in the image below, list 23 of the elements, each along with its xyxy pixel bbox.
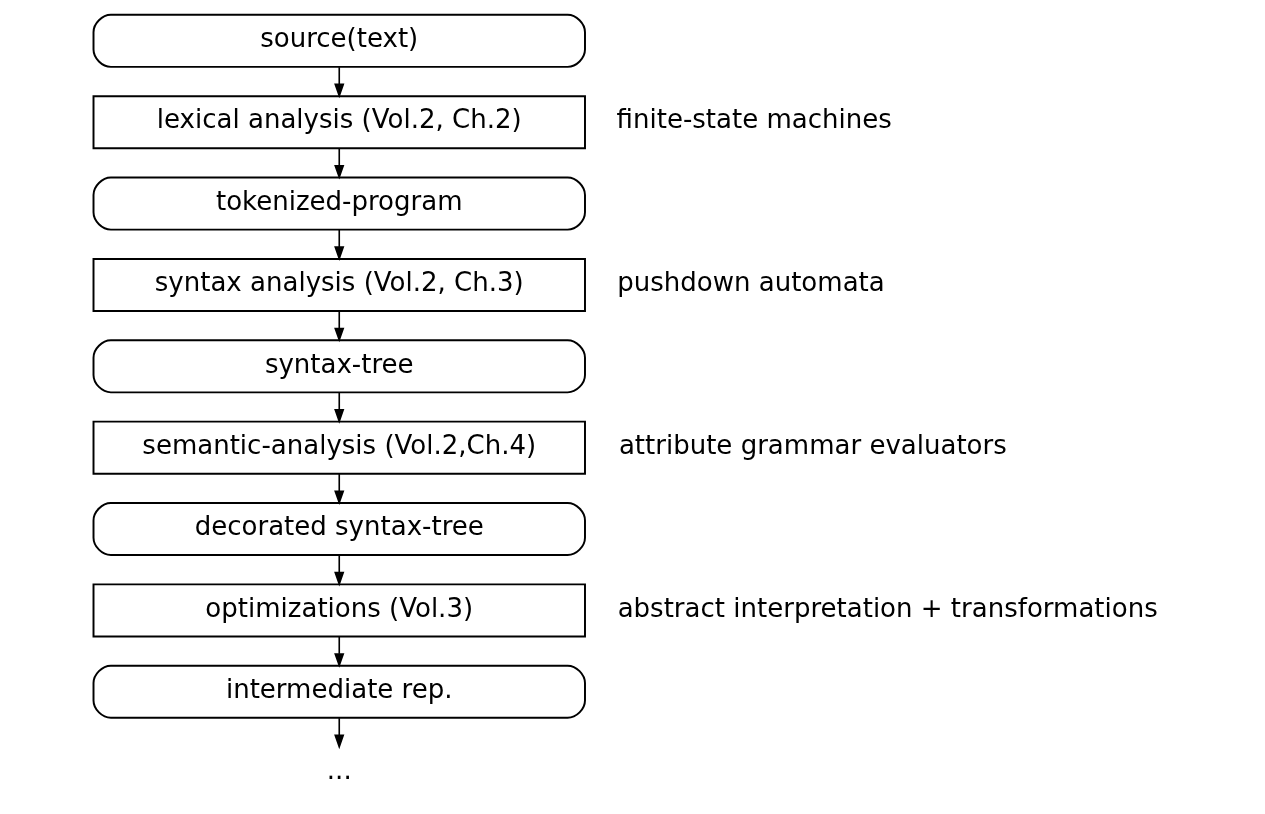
arrow bbox=[333, 391, 344, 424]
node-box: source(text) bbox=[92, 13, 586, 68]
arrow bbox=[333, 310, 344, 343]
node-box: optimizations (Vol.3) bbox=[92, 583, 586, 638]
node-label: attribute grammar evaluators bbox=[618, 429, 1007, 460]
node-box: decorated syntax-tree bbox=[92, 502, 586, 557]
arrow bbox=[333, 635, 344, 668]
arrow bbox=[333, 554, 344, 587]
arrow bbox=[333, 717, 344, 750]
node-text: ... bbox=[326, 755, 352, 786]
node-box: syntax analysis (Vol.2, Ch.3) bbox=[92, 257, 586, 312]
node-label: abstract interpretation + transformations bbox=[617, 592, 1158, 623]
node-box: tokenized-program bbox=[92, 176, 586, 231]
arrow bbox=[333, 229, 344, 261]
node-box: lexical analysis (Vol.2, Ch.2) bbox=[92, 95, 586, 150]
node-box: semantic-analysis (Vol.2,Ch.4) bbox=[92, 420, 586, 475]
node-label: pushdown automata bbox=[616, 267, 885, 298]
node-label: finite-state machines bbox=[616, 104, 892, 135]
arrow bbox=[333, 147, 344, 180]
arrow bbox=[333, 66, 344, 99]
node-box: syntax-tree bbox=[92, 339, 586, 394]
arrow bbox=[333, 473, 344, 506]
node-box: intermediate rep. bbox=[92, 664, 586, 719]
